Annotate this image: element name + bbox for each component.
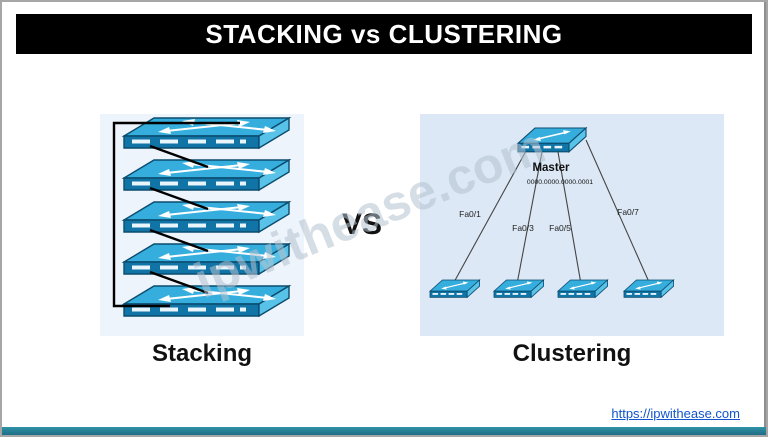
topology-lines bbox=[452, 139, 650, 285]
port-label-fa0-7: Fa0/7 bbox=[617, 207, 639, 217]
port-label-fa0-5: Fa0/5 bbox=[549, 223, 571, 233]
port-label-fa0-1: Fa0/1 bbox=[459, 209, 481, 219]
master-id: 0000.0000.0000.0001 bbox=[527, 179, 593, 186]
stack-cable bbox=[112, 121, 240, 308]
member-switch-1 bbox=[429, 279, 481, 298]
member-switch-2 bbox=[493, 279, 545, 298]
member-switch-4 bbox=[623, 279, 675, 298]
clustering-topology: Master 0000.0000.0000.0001 Fa0/1 Fa0/3 F… bbox=[429, 127, 675, 298]
page-title: STACKING vs CLUSTERING bbox=[205, 18, 563, 49]
clustering-diagram: Master 0000.0000.0000.0001 Fa0/1 Fa0/3 F… bbox=[420, 114, 724, 336]
stacking-diagram bbox=[100, 114, 304, 336]
vs-label: VS bbox=[341, 208, 383, 241]
master-label: Master bbox=[532, 162, 570, 174]
port-label-fa0-3: Fa0/3 bbox=[512, 223, 534, 233]
stacked-switch-4 bbox=[123, 243, 290, 275]
footer-link[interactable]: https://ipwithease.com bbox=[611, 406, 740, 421]
clustering-caption: Clustering bbox=[512, 340, 632, 367]
stacked-switch-2 bbox=[123, 159, 290, 191]
accent-bar bbox=[2, 427, 766, 435]
stacked-switch-3 bbox=[123, 201, 290, 233]
master-switch-icon bbox=[517, 127, 587, 153]
stacked-switch-5 bbox=[123, 285, 290, 317]
header-bar: STACKING vs CLUSTERING bbox=[16, 14, 752, 54]
member-switch-3 bbox=[557, 279, 609, 298]
stacking-caption: Stacking bbox=[151, 340, 253, 367]
stacking-switch-stack bbox=[112, 117, 290, 317]
